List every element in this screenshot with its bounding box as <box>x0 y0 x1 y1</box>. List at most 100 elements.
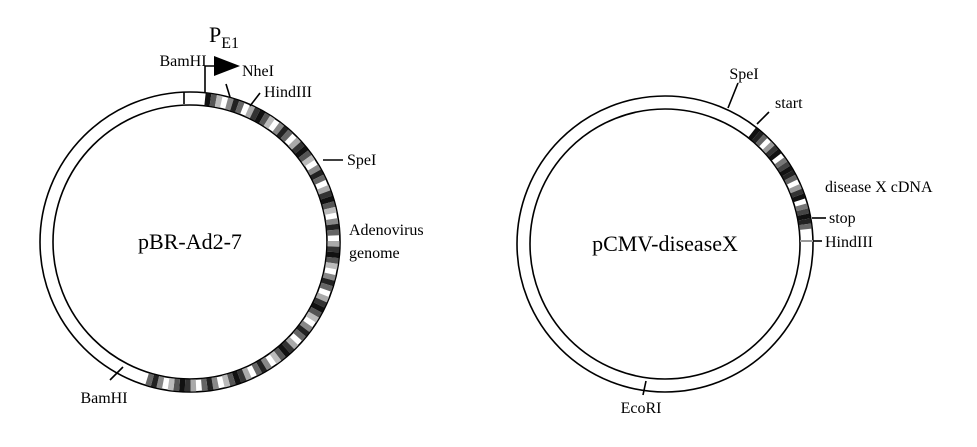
cdna-stripe <box>774 157 788 169</box>
adenovirus-stripe <box>278 344 291 357</box>
adenovirus-stripe <box>145 373 154 387</box>
adenovirus-stripe <box>315 292 330 303</box>
promoter-arrow <box>204 56 240 92</box>
adenovirus-stripe <box>293 328 306 341</box>
adenovirus-stripe <box>327 246 340 253</box>
site-label-spei: SpeI <box>729 66 758 83</box>
adenovirus-stripe <box>221 374 231 388</box>
cdna-stripe <box>796 208 810 216</box>
adenovirus-stripe <box>319 282 333 292</box>
site-label-cdna: disease X cDNA <box>825 179 933 196</box>
cdna-stripe <box>797 213 811 221</box>
adenovirus-stripe <box>326 251 340 259</box>
adenovirus-stripe <box>280 129 293 143</box>
adenovirus-stripe <box>319 190 333 200</box>
adenovirus-stripe <box>322 272 336 281</box>
adenovirus-stripe <box>282 340 295 354</box>
spei-tick <box>727 82 739 109</box>
plasmid-name-pcmv: pCMV-diseaseX <box>592 231 738 256</box>
cdna-stripe <box>784 174 798 185</box>
adenovirus-stripe <box>272 122 285 136</box>
adenovirus-stripe <box>325 218 339 226</box>
cdna-stripe <box>798 218 812 226</box>
adenovirus-stripe <box>322 201 336 210</box>
site-label-spei: SpeI <box>347 152 376 169</box>
inner-ring <box>529 108 801 380</box>
adenovirus-stripe <box>295 145 309 158</box>
adenovirus-stripe <box>256 359 267 374</box>
adenovirus-stripe <box>226 372 236 386</box>
cdna-stripe <box>790 188 804 198</box>
bamhi-bottom-tick <box>109 366 124 381</box>
adenovirus-stripe <box>211 376 220 390</box>
adenovirus-stripe <box>291 141 305 154</box>
adenovirus-stripe <box>311 302 325 313</box>
site-label-hindiii: HindIII <box>825 234 873 251</box>
cdna-stripe <box>748 127 760 141</box>
adenovirus-stripe <box>230 99 240 113</box>
adenovirus-stripe <box>260 357 272 371</box>
cdna-stripe <box>795 203 809 212</box>
site-label-bamhi-top: BamHI <box>159 53 206 70</box>
adenovirus-stripe <box>225 97 234 111</box>
plasmid-name-pbr: pBR-Ad2-7 <box>138 229 242 254</box>
adenovirus-stripe <box>179 379 186 392</box>
adenovirus-stripe <box>310 169 324 181</box>
adenovirus-stripe <box>173 378 180 392</box>
adenovirus-stripe <box>312 174 326 185</box>
region-label-line-2: genome <box>349 245 400 262</box>
adenovirus-stripe <box>241 367 252 381</box>
outer-ring <box>516 95 814 393</box>
region-label-line-1: Adenovirus <box>349 222 424 239</box>
adenovirus-stripe <box>301 154 315 167</box>
adenovirus-stripe <box>320 195 334 205</box>
adenovirus-stripe <box>237 369 247 383</box>
site-label-stop: stop <box>829 210 856 227</box>
cdna-stripe <box>799 223 812 230</box>
adenovirus-stripe <box>326 256 339 264</box>
nhei-tick <box>225 83 231 98</box>
adenovirus-stripe <box>167 377 175 391</box>
adenovirus-stripe <box>327 229 340 236</box>
adenovirus-stripe <box>254 109 266 124</box>
adenovirus-stripe <box>235 100 245 114</box>
adenovirus-stripe <box>276 125 289 139</box>
adenovirus-stripe <box>308 306 322 318</box>
site-label-bamhi-bottom: BamHI <box>80 390 127 407</box>
adenovirus-stripe <box>288 137 301 150</box>
adenovirus-stripe <box>325 262 338 270</box>
cdna-stripe <box>768 149 782 161</box>
plasmid-pcmv-diseasex: SpeI start disease X cDNA stop HindIII E… <box>516 66 933 417</box>
hindiii-tick <box>249 92 261 107</box>
start-tick <box>756 111 770 125</box>
adenovirus-stripe <box>150 374 160 388</box>
plasmid-pbr-ad2-7: BamHI PE1 NheI HindIII SpeI Adenovirus g… <box>39 22 424 407</box>
adenovirus-stripe <box>263 115 275 129</box>
promoter-label: PE1 <box>209 22 239 52</box>
adenovirus-stripe <box>326 223 339 231</box>
cdna-stripe <box>779 165 793 177</box>
adenovirus-stripe <box>204 93 212 106</box>
cdna-stripe <box>792 193 806 203</box>
adenovirus-stripe <box>206 377 214 391</box>
adenovirus-stripe <box>214 94 223 108</box>
adenovirus-stripe <box>296 324 310 337</box>
adenovirus-stripe <box>209 94 217 107</box>
cdna-stripe <box>788 184 802 194</box>
disease-x-cdna-insert <box>748 127 812 230</box>
adenovirus-stripe <box>190 379 197 392</box>
adenovirus-stripe <box>232 371 242 385</box>
adenovirus-stripe <box>305 311 319 323</box>
adenovirus-stripe <box>249 107 261 121</box>
outer-ring <box>39 91 341 393</box>
ecori-tick <box>642 380 647 396</box>
cdna-stripe <box>755 134 768 147</box>
adenovirus-stripe <box>273 347 286 361</box>
adenovirus-stripe <box>298 150 312 162</box>
adenovirus-insert <box>145 93 340 392</box>
adenovirus-stripe <box>251 362 263 376</box>
adenovirus-stripe <box>327 240 340 247</box>
adenovirus-stripe <box>307 164 321 176</box>
cdna-stripe <box>752 131 764 144</box>
